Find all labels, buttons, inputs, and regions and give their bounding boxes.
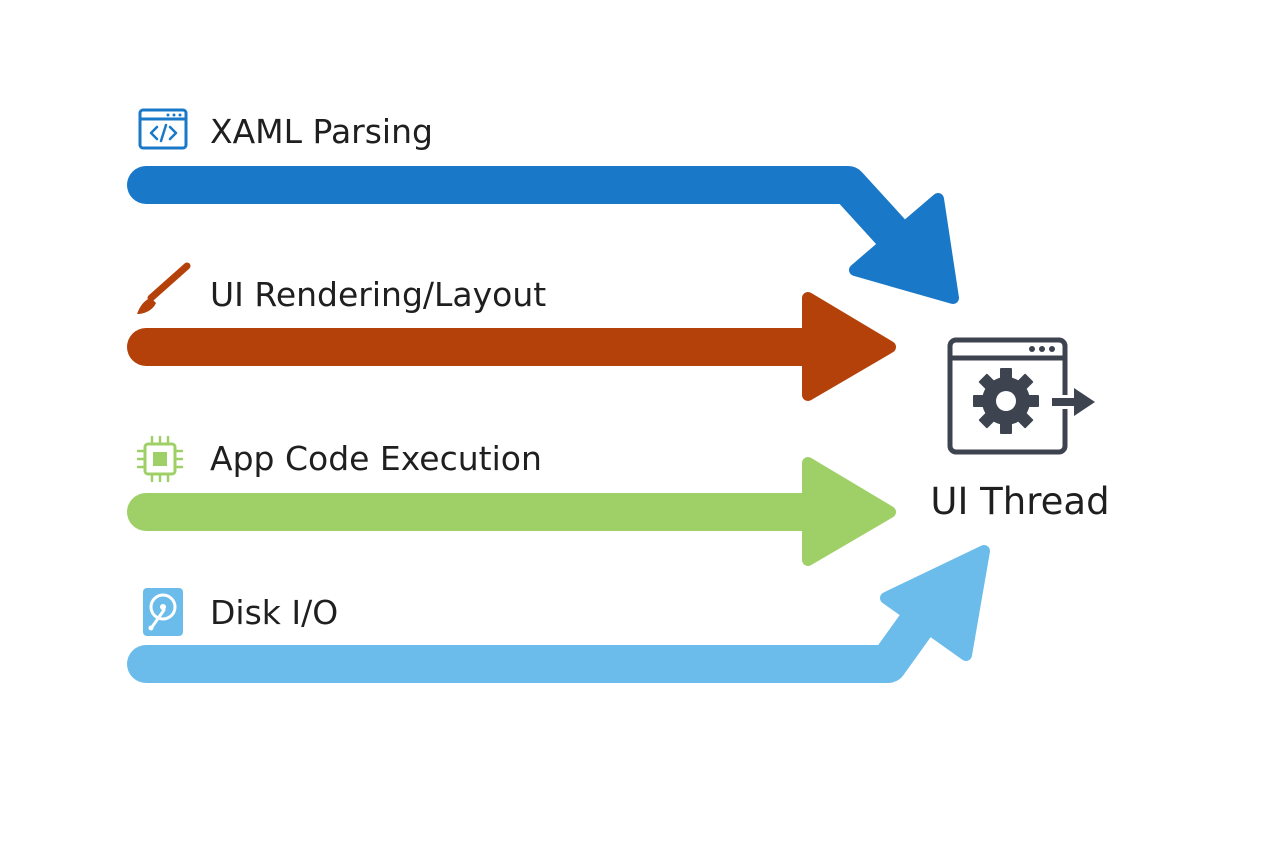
arrow-disk-io [127,599,940,683]
target-label-ui-thread: UI Thread [930,480,1109,523]
hard-drive-icon [143,588,183,636]
paintbrush-icon [137,262,191,314]
source-ui-rendering-layout: UI Rendering/Layout [127,262,896,401]
source-label-disk-io: Disk I/O [210,593,338,632]
source-disk-io: Disk I/O [127,545,990,683]
source-xaml-parsing: XAML Parsing [127,108,959,304]
source-app-code-execution: App Code Execution [127,435,896,566]
arrowhead-xaml-parsing [849,193,959,304]
source-label-app-code-execution: App Code Execution [210,439,542,478]
arrowhead-disk-io [880,545,990,661]
app-window-gear-icon [947,337,1095,455]
arrow-xaml-parsing [127,166,918,260]
source-label-xaml-parsing: XAML Parsing [210,112,433,151]
code-window-icon [138,108,188,150]
arrowhead-ui-rendering-layout [802,292,896,401]
source-label-ui-rendering-layout: UI Rendering/Layout [210,275,546,314]
arrowhead-app-code-execution [802,457,896,566]
cpu-chip-icon [136,435,184,483]
target-ui-thread: UI Thread [930,337,1110,523]
